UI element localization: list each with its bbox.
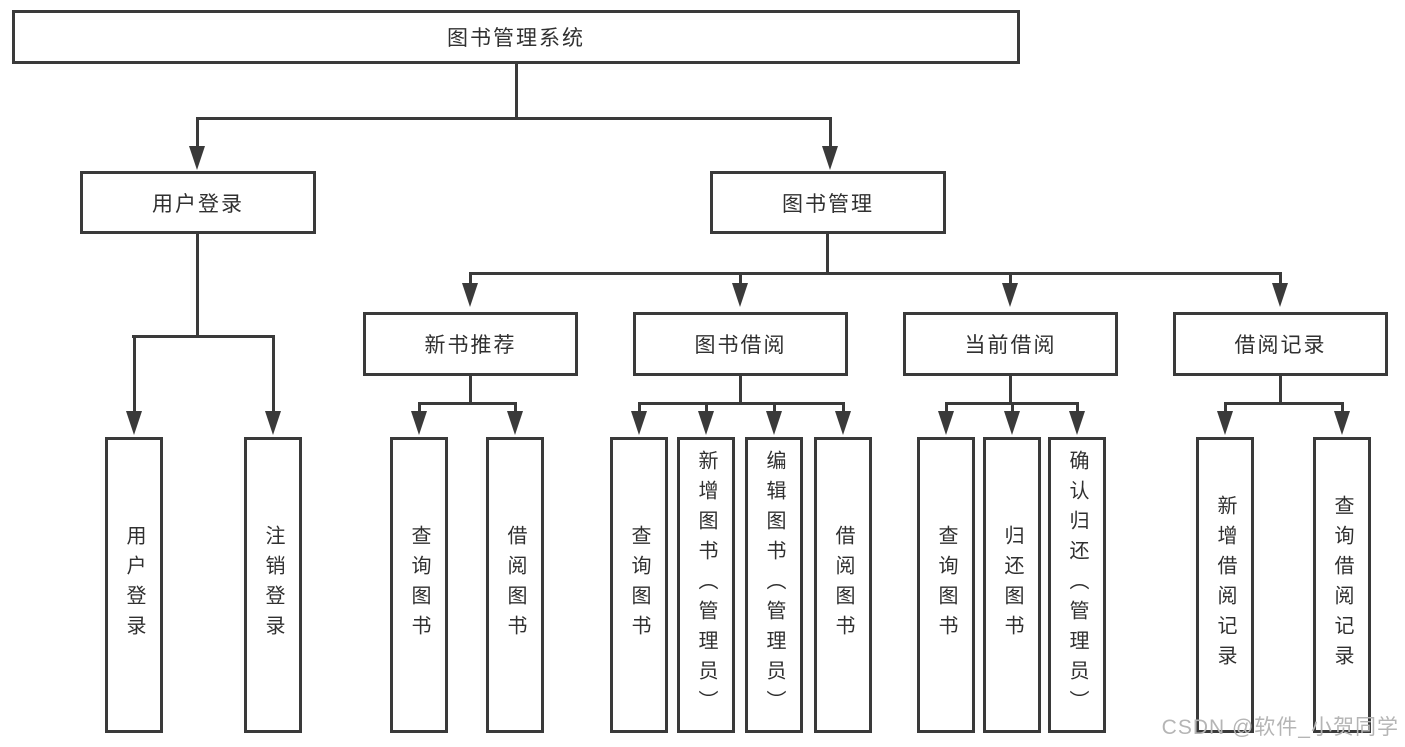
connector-line — [418, 402, 421, 413]
connector-line — [1076, 402, 1079, 413]
arrow-down-icon — [189, 146, 205, 170]
connector-line — [739, 272, 742, 285]
connector-line — [1341, 402, 1344, 413]
connector-line — [829, 117, 832, 148]
arrow-down-icon — [1272, 283, 1288, 307]
connector-line — [1279, 375, 1282, 405]
arrow-down-icon — [265, 411, 281, 435]
node-root-system: 图书管理系统 — [12, 10, 1020, 64]
node-book-management: 图书管理 — [710, 171, 946, 234]
leaf-confirm-return-admin: 确认归还（管理员） — [1048, 437, 1106, 733]
connector-line — [638, 402, 844, 405]
node-label: 当前借阅 — [964, 334, 1057, 357]
leaf-add-books-admin: 新增图书（管理员） — [677, 437, 735, 733]
arrow-down-icon — [1002, 283, 1018, 307]
arrow-down-icon — [507, 411, 523, 435]
connector-line — [705, 402, 708, 413]
node-label: 确认归还（管理员） — [1066, 450, 1088, 720]
arrow-down-icon — [1069, 411, 1085, 435]
connector-line — [739, 375, 742, 405]
node-book-borrow: 图书借阅 — [633, 312, 848, 376]
connector-line — [133, 335, 136, 413]
node-label: 图书管理系统 — [447, 27, 585, 50]
leaf-user-login: 用户登录 — [105, 437, 163, 733]
leaf-query-books-borrow: 查询图书 — [610, 437, 668, 733]
arrow-down-icon — [411, 411, 427, 435]
connector-line — [196, 234, 199, 338]
node-label: 图书借阅 — [694, 334, 787, 357]
node-label: 借阅记录 — [1234, 334, 1327, 357]
connector-line — [1224, 402, 1227, 413]
connector-line — [1011, 402, 1014, 413]
connector-line — [1279, 272, 1282, 285]
connector-line — [773, 402, 776, 413]
arrow-down-icon — [766, 411, 782, 435]
node-label: 查询借阅记录 — [1331, 495, 1353, 675]
arrow-down-icon — [1217, 411, 1233, 435]
arrow-down-icon — [835, 411, 851, 435]
arrow-down-icon — [631, 411, 647, 435]
node-label: 查询图书 — [408, 525, 430, 645]
node-label: 查询图书 — [935, 525, 957, 645]
connector-line — [132, 335, 275, 338]
connector-line — [469, 375, 472, 405]
leaf-add-borrow-record: 新增借阅记录 — [1196, 437, 1254, 733]
connector-line — [842, 402, 845, 413]
node-label: 借阅图书 — [832, 525, 854, 645]
arrow-down-icon — [126, 411, 142, 435]
arrow-down-icon — [732, 283, 748, 307]
arrow-down-icon — [1004, 411, 1020, 435]
leaf-query-borrow-record: 查询借阅记录 — [1313, 437, 1371, 733]
node-label: 借阅图书 — [504, 525, 526, 645]
connector-line — [1224, 402, 1343, 405]
arrow-down-icon — [938, 411, 954, 435]
connector-line — [196, 117, 199, 148]
connector-line — [515, 63, 518, 119]
leaf-query-books-current: 查询图书 — [917, 437, 975, 733]
node-label: 新增借阅记录 — [1214, 495, 1236, 675]
leaf-edit-books-admin: 编辑图书（管理员） — [745, 437, 803, 733]
arrow-down-icon — [698, 411, 714, 435]
connector-line — [826, 234, 829, 275]
node-label: 用户登录 — [152, 192, 244, 216]
watermark: CSDN @软件_小贺同学 — [1161, 716, 1399, 739]
node-label: 新增图书（管理员） — [695, 450, 717, 720]
node-label: 新书推荐 — [424, 334, 517, 357]
node-label: 编辑图书（管理员） — [763, 450, 785, 720]
arrow-down-icon — [822, 146, 838, 170]
node-label: 注销登录 — [262, 525, 284, 645]
arrow-down-icon — [1334, 411, 1350, 435]
leaf-borrow-books-recommend: 借阅图书 — [486, 437, 544, 733]
connector-line — [1009, 375, 1012, 405]
connector-line — [514, 402, 517, 413]
connector-line — [469, 272, 472, 285]
leaf-return-books: 归还图书 — [983, 437, 1041, 733]
leaf-logout-login: 注销登录 — [244, 437, 302, 733]
connector-line — [1009, 272, 1012, 285]
node-user-login: 用户登录 — [80, 171, 316, 234]
node-borrow-records: 借阅记录 — [1173, 312, 1388, 376]
connector-line — [418, 402, 517, 405]
leaf-query-books-recommend: 查询图书 — [390, 437, 448, 733]
node-current-borrow: 当前借阅 — [903, 312, 1118, 376]
node-label: 查询图书 — [628, 525, 650, 645]
leaf-borrow-books: 借阅图书 — [814, 437, 872, 733]
node-new-book-recommend: 新书推荐 — [363, 312, 578, 376]
connector-line — [196, 117, 832, 120]
connector-line — [638, 402, 641, 413]
node-label: 用户登录 — [123, 525, 145, 645]
node-label: 归还图书 — [1001, 525, 1023, 645]
node-label: 图书管理 — [782, 192, 874, 216]
connector-line — [272, 335, 275, 413]
arrow-down-icon — [462, 283, 478, 307]
connector-line — [945, 402, 948, 413]
connector-line — [469, 272, 1282, 275]
